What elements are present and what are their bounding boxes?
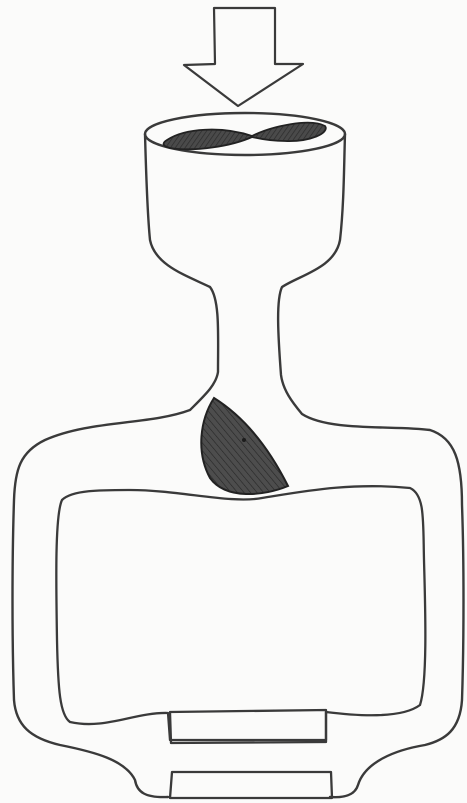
lower-outlet-block bbox=[170, 772, 332, 798]
inner-chamber bbox=[56, 486, 425, 740]
funnel-cup-and-neck-outline bbox=[13, 134, 219, 797]
funnel-cup-right-outline bbox=[278, 134, 463, 797]
downward-arrow-icon bbox=[184, 8, 303, 106]
upper-outlet-block bbox=[170, 710, 326, 743]
valve-pivot-dot bbox=[242, 438, 246, 442]
half-disc-valve bbox=[201, 398, 288, 494]
dark-material-in-cup bbox=[164, 123, 326, 150]
